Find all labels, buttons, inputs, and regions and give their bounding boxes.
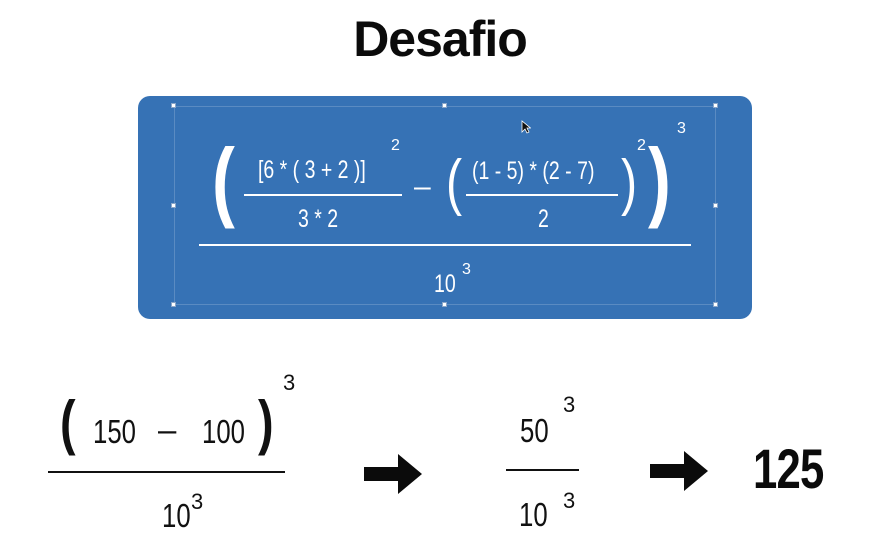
cursor-icon <box>521 120 531 134</box>
num2-fraction-line <box>466 194 618 196</box>
resize-handle-b[interactable] <box>442 302 447 307</box>
step2-den-exponent: 3 <box>563 488 576 513</box>
outer-exponent: 3 <box>677 120 686 137</box>
arrow-right-icon <box>650 451 708 491</box>
denominator-exponent: 3 <box>462 261 471 278</box>
resize-handle-l[interactable] <box>171 203 176 208</box>
step1-exponent: 3 <box>283 370 296 395</box>
step2-num-exponent: 3 <box>563 392 576 417</box>
num2-top: (1 - 5) * (2 - 7) <box>472 157 595 185</box>
step1-den-base: 10 <box>162 497 191 534</box>
arrow-right-icon <box>364 454 422 494</box>
step1-a: 150 <box>93 413 136 450</box>
resize-handle-br[interactable] <box>713 302 718 307</box>
resize-handle-r[interactable] <box>713 203 718 208</box>
num1-fraction-line <box>244 194 402 196</box>
step2-fraction-line <box>506 469 579 471</box>
resize-handle-tr[interactable] <box>713 103 718 108</box>
resize-handle-t[interactable] <box>442 103 447 108</box>
step1-den-exponent: 3 <box>191 489 204 514</box>
page-title: Desafio <box>353 11 528 67</box>
num2-bottom: 2 <box>538 205 549 233</box>
resize-handle-bl[interactable] <box>171 302 176 307</box>
denominator-base: 10 <box>434 270 456 298</box>
num2-exponent: 2 <box>637 137 646 154</box>
num1-bottom: 3 * 2 <box>298 205 339 233</box>
outer-left-paren: ( <box>212 130 235 229</box>
resize-handle-tl[interactable] <box>171 103 176 108</box>
step1-right-paren: ) <box>258 389 274 456</box>
step2-den-base: 10 <box>519 496 548 533</box>
result-value: 125 <box>753 437 824 500</box>
outer-right-paren: ) <box>648 130 671 229</box>
equation-box[interactable] <box>138 96 752 319</box>
minus-sign: – <box>414 170 431 203</box>
step1-minus: – <box>158 411 177 448</box>
step1-b: 100 <box>202 413 245 450</box>
num1-exponent: 2 <box>391 137 400 154</box>
inner-left-paren: ( <box>446 148 463 217</box>
step2-num-base: 50 <box>520 412 549 449</box>
num1-top: [6 * ( 3 + 2 )] <box>258 156 366 184</box>
main-fraction-line <box>199 244 691 246</box>
step1-fraction-line <box>48 471 285 473</box>
step1-left-paren: ( <box>60 389 76 456</box>
inner-right-paren: ) <box>621 148 638 217</box>
